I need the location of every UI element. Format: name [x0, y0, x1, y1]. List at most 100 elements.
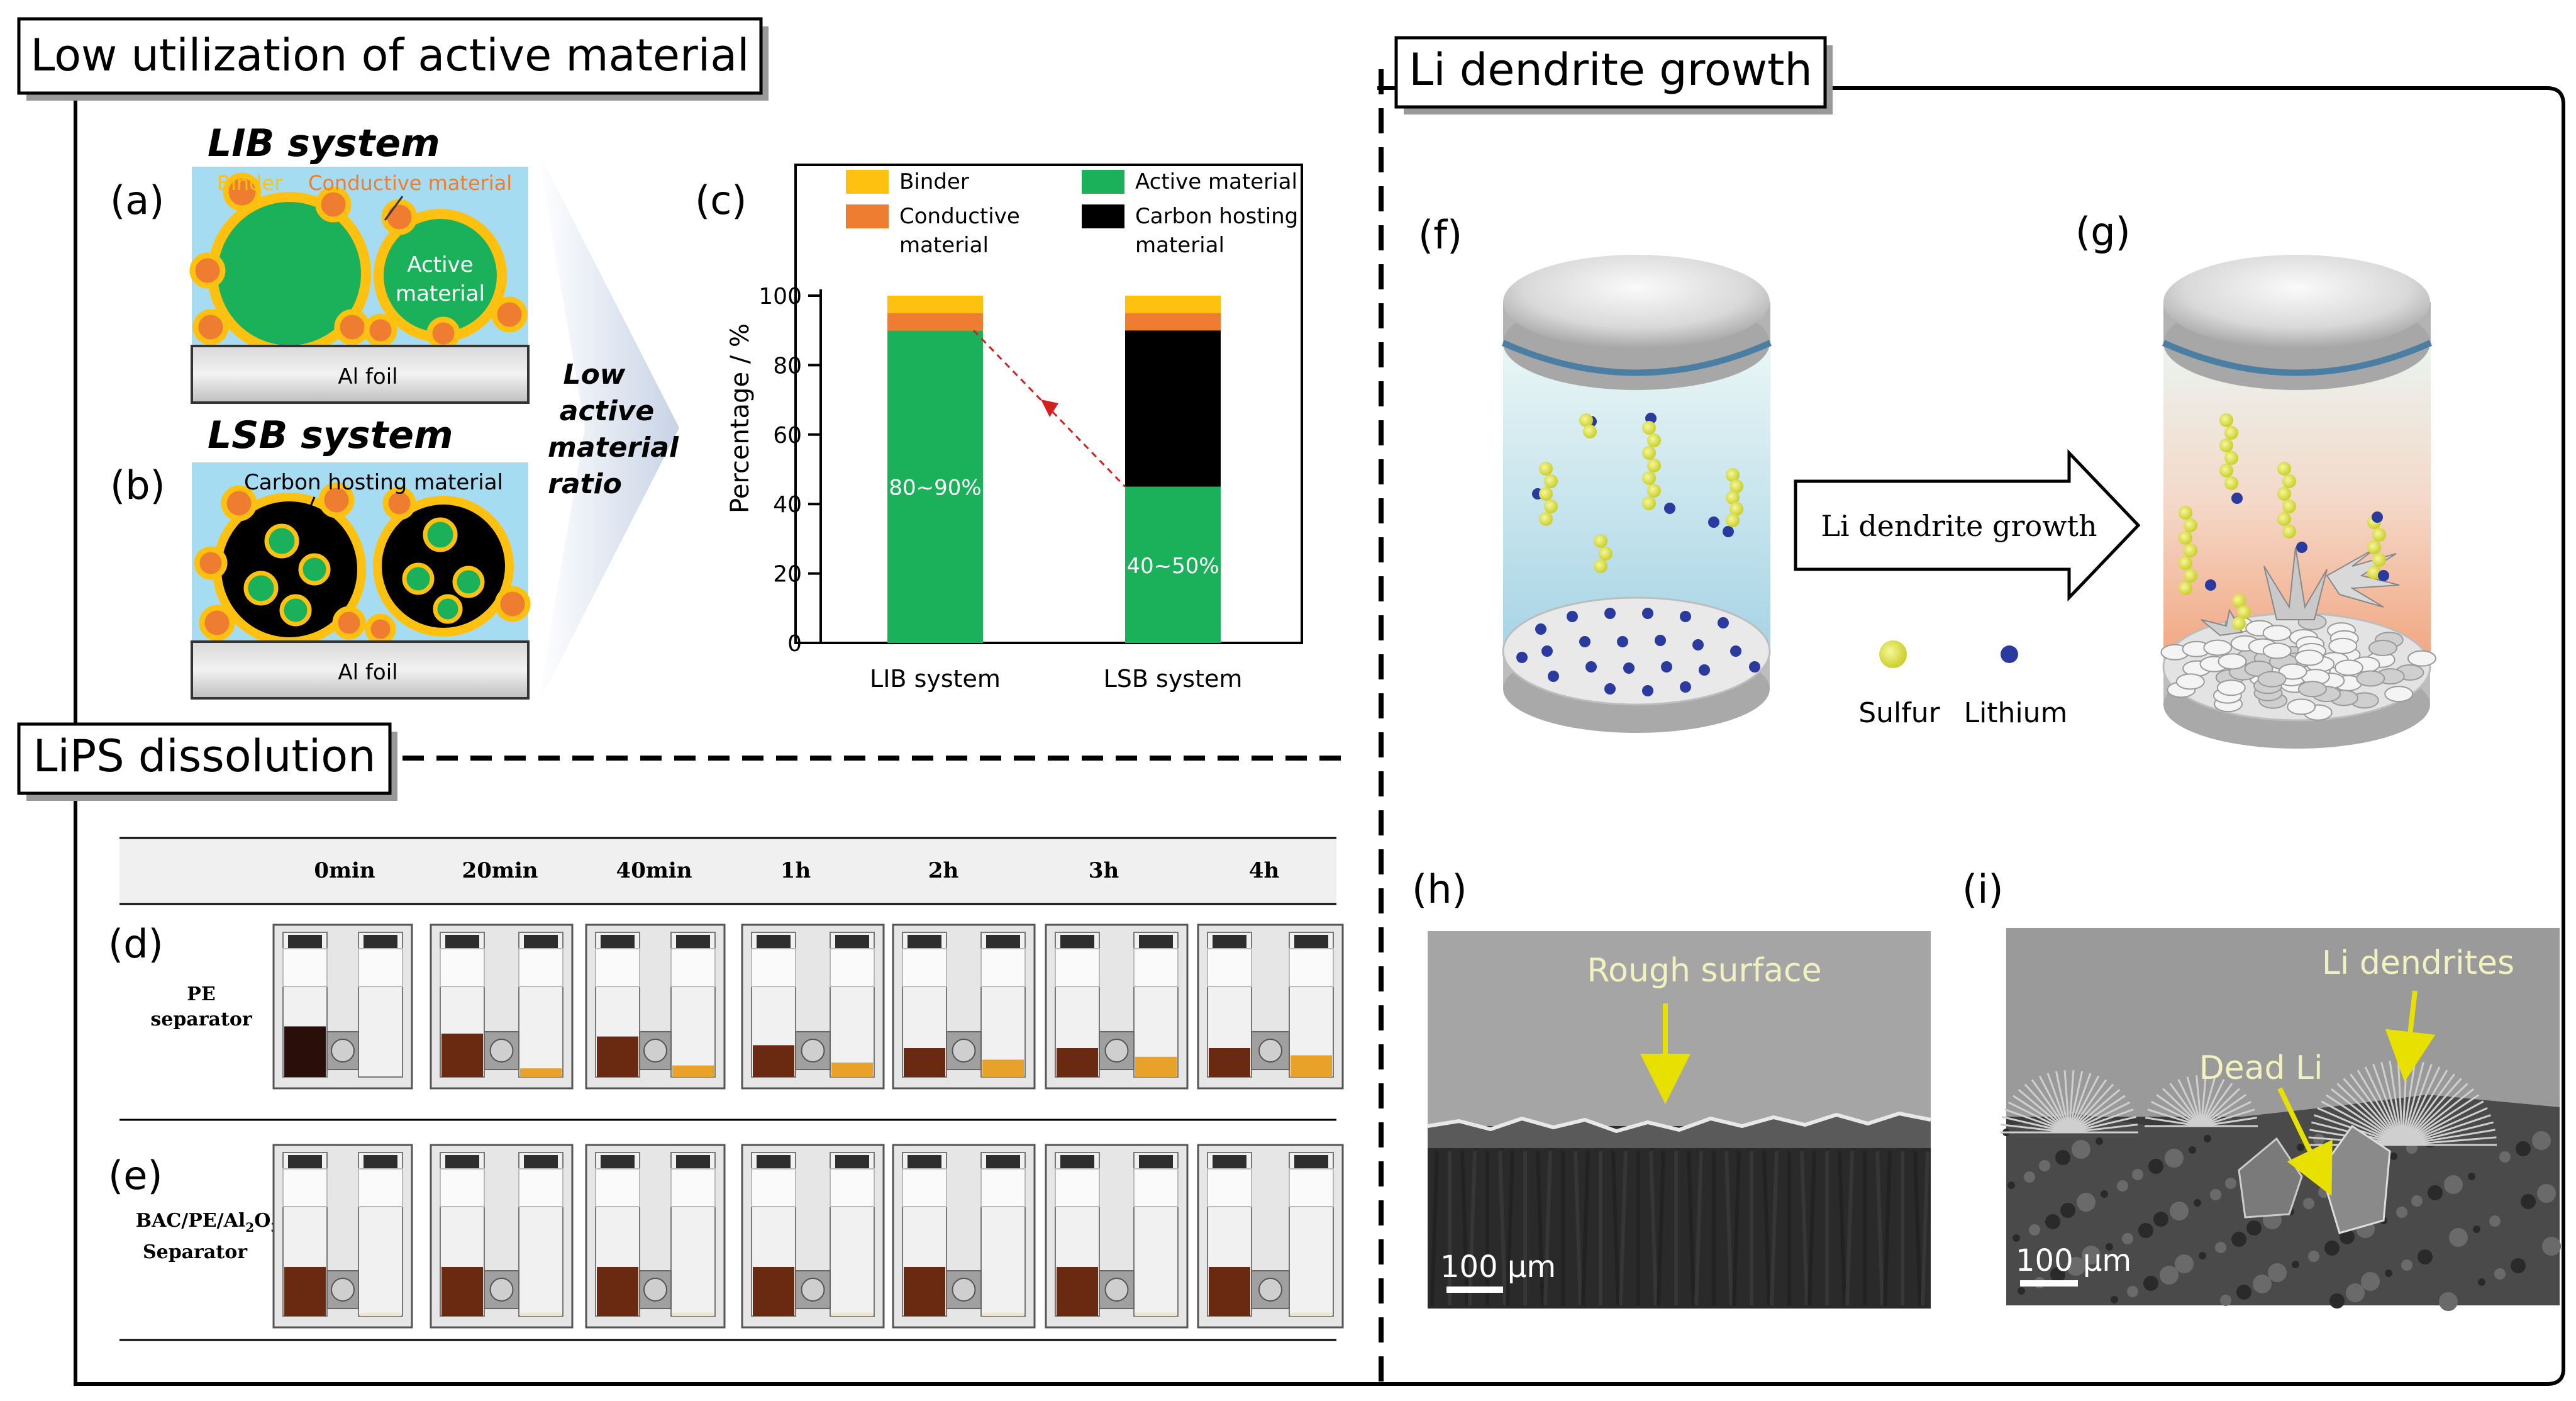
svg-text:LiPS dissolution: LiPS dissolution [33, 730, 376, 782]
section-title-li-dendrite: Li dendrite growth [1394, 36, 1833, 114]
lib-title: LIB system [208, 121, 440, 165]
bar-segment [887, 313, 983, 331]
svg-text:Al foil: Al foil [338, 660, 397, 685]
svg-text:100 μm: 100 μm [2016, 1243, 2131, 1278]
svg-text:Carbon hosting material: Carbon hosting material [244, 470, 503, 495]
svg-text:Binder: Binder [217, 171, 283, 195]
bar-segment [887, 330, 983, 643]
time-label: 20min [462, 858, 538, 883]
y-tick-label: 100 [758, 284, 802, 310]
vial-photo [1197, 1144, 1344, 1329]
vial-photo [272, 924, 413, 1090]
chart-frame [794, 164, 1303, 644]
panel-label-e: (e) [108, 1153, 163, 1198]
lips-photos [272, 924, 1344, 1329]
pe-label: PE [187, 983, 215, 1005]
bac-label-2: Separator [143, 1241, 248, 1263]
low-ratio-chevron: Low active material ratio [538, 151, 679, 705]
vial-photo [1045, 924, 1189, 1090]
lsb-title: LSB system [208, 413, 453, 457]
panel-label-g: (g) [2075, 209, 2131, 255]
panel-label-f: (f) [1418, 212, 1462, 258]
vial-photo [892, 924, 1036, 1090]
panel-label-h: (h) [1412, 866, 1467, 912]
svg-text:Active: Active [407, 252, 473, 277]
time-label: 1h [780, 858, 811, 883]
svg-text:Low utilization of active mate: Low utilization of active material [30, 30, 749, 81]
panel-label-i: (i) [1962, 866, 2004, 912]
time-label: 2h [928, 858, 958, 883]
svg-text:material: material [548, 432, 679, 464]
y-tick-label: 80 [773, 353, 802, 379]
vial-photo [1045, 1144, 1189, 1329]
svg-text:Rough surface: Rough surface [1587, 952, 1821, 990]
legend-label-2: material [1135, 233, 1224, 258]
legend-swatch [846, 204, 889, 228]
vial-photo [585, 924, 726, 1090]
bar-segment [1125, 330, 1221, 487]
svg-text:active: active [560, 395, 654, 427]
time-label: 40min [616, 858, 692, 883]
svg-text:Low: Low [564, 359, 626, 391]
x-category-label: LIB system [870, 665, 1001, 693]
bar-label: 80~90% [889, 476, 981, 501]
time-label: 0min [314, 858, 375, 883]
vial-photo [430, 924, 574, 1090]
sem-rough-surface: Rough surface 100 μm [1427, 931, 1931, 1309]
lithium-dots-before [1516, 413, 1760, 696]
growth-arrow: Li dendrite growth [1794, 449, 2141, 602]
trend-arrow [1041, 399, 1058, 417]
bar-segment [1125, 486, 1221, 643]
left-frame [74, 101, 1377, 1386]
polysulfide-chains-after [2179, 413, 2389, 630]
lsb-schematic: Carbon hosting material Al foil [191, 462, 531, 700]
svg-text:ratio: ratio [548, 468, 622, 500]
right-frame [1377, 86, 2565, 1386]
vial-photo [741, 924, 885, 1090]
svg-text:material: material [396, 281, 485, 306]
y-tick-label: 0 [787, 631, 802, 657]
bar-segment [1125, 296, 1221, 313]
legend-label: Conductive [899, 204, 1020, 229]
vial-photo [272, 1144, 413, 1329]
cell-before [1501, 255, 1772, 733]
chart-ylabel: Percentage / % [726, 323, 755, 513]
legend-label: Carbon hosting [1135, 204, 1298, 229]
svg-text:Al foil: Al foil [338, 364, 397, 389]
svg-text:Lithium: Lithium [1964, 697, 2068, 729]
legend-label-2: material [899, 233, 989, 258]
y-tick-label: 20 [773, 562, 802, 588]
svg-text:Sulfur: Sulfur [1858, 697, 1940, 729]
legend-label: Active material [1135, 169, 1297, 194]
cell-after [2160, 255, 2436, 749]
trend-line [972, 330, 1126, 488]
panel-label-d: (d) [108, 921, 164, 967]
lib-schematic: Binder Conductive material Active materi… [189, 167, 530, 404]
vial-photo [585, 1144, 726, 1329]
svg-text:Li dendrite growth: Li dendrite growth [1409, 44, 1813, 96]
svg-text:Li dendrite growth: Li dendrite growth [1821, 509, 2097, 543]
vial-photo [430, 1144, 574, 1329]
rough-lithium-surface [2160, 613, 2436, 721]
time-label: 4h [1249, 858, 1279, 883]
polysulfide-chains-before [1539, 413, 1743, 573]
svg-text:Li dendrites: Li dendrites [2322, 944, 2514, 982]
svg-text:100 μm: 100 μm [1440, 1249, 1556, 1285]
panel-label-c: (c) [695, 177, 747, 223]
section-title-lips: LiPS dissolution [17, 722, 397, 801]
sulfur-legend-dot [1879, 640, 1907, 668]
lithium-legend-dot [2001, 645, 2018, 663]
pe-label-2: separator [150, 1008, 253, 1030]
sem-dendrite-texture [2000, 1060, 2561, 1311]
panel-label-a: (a) [110, 177, 164, 223]
sem-texture [1430, 1151, 1929, 1306]
y-tick-label: 60 [773, 423, 802, 449]
section-title-low-utilization: Low utilization of active material [17, 17, 769, 101]
vial-photo [892, 1144, 1036, 1329]
